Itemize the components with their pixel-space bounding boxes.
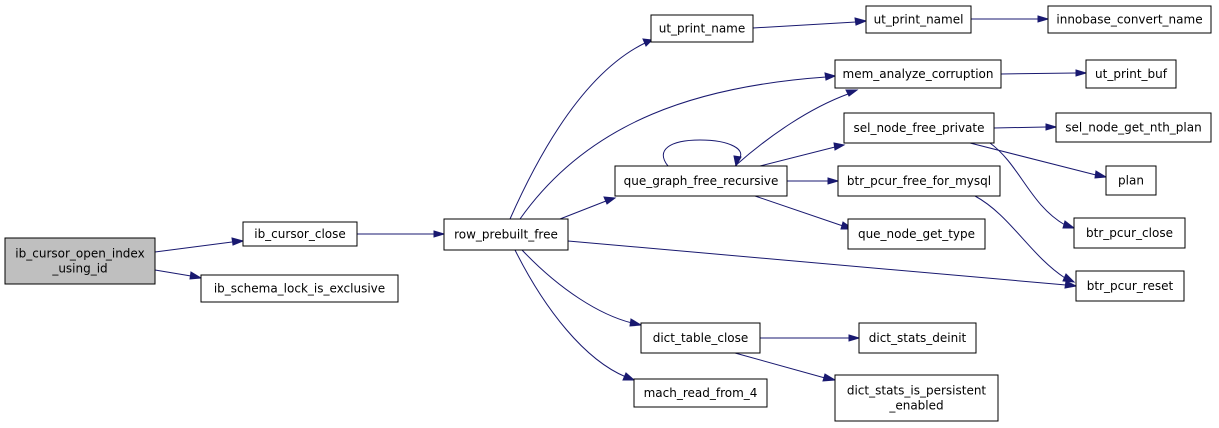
edge-row-prebuilt-free-to-ut-print-name	[509, 38, 654, 220]
edge-btr-pcur-free-for-mysql-to-btr-pcur-reset	[974, 195, 1076, 283]
node-box	[242, 221, 358, 247]
node-innobase-convert-name[interactable]: innobase_convert_name	[1047, 5, 1212, 34]
node-box	[633, 378, 768, 408]
node-label: mem_analyze_corruption	[843, 67, 994, 81]
node-label: que_node_get_type	[858, 227, 975, 241]
node-label: dict_table_close	[653, 331, 749, 345]
node-label: row_prebuilt_free	[454, 228, 558, 242]
node-label: ib_cursor_close	[254, 227, 346, 241]
node-label: btr_pcur_reset	[1087, 279, 1174, 293]
node-ut-print-buf[interactable]: ut_print_buf	[1085, 59, 1177, 89]
node-box	[443, 218, 569, 251]
edge-dict-table-close-to-dict-stats-is-persistent	[734, 352, 837, 382]
edge-row-prebuilt-free-to-que-graph-free-recursive	[559, 196, 617, 220]
node-dict-stats-is-persistent-enabled[interactable]: dict_stats_is_persistent_enabled	[834, 374, 999, 422]
node-btr-pcur-close[interactable]: btr_pcur_close	[1073, 217, 1186, 249]
edge-ut-print-name-to-ut-print-namel	[752, 17, 868, 29]
node-box	[843, 112, 995, 144]
node-label: innobase_convert_name	[1056, 13, 1202, 27]
node-btr-pcur-reset[interactable]: btr_pcur_reset	[1075, 270, 1185, 302]
node-label: btr_pcur_free_for_mysql	[847, 174, 991, 188]
edge-que-graph-free-recursive-to-mem-analyze-corruption	[734, 89, 859, 167]
node-box	[834, 59, 1002, 89]
edge-que-graph-free-recursive-to-que-node-get-type	[754, 195, 855, 230]
node-label: _using_id	[51, 262, 107, 276]
node-label: mach_read_from_4	[644, 386, 758, 400]
node-label: ut_print_namel	[874, 13, 964, 27]
edge-sel-node-free-private-to-sel-node-get-nth-plan	[993, 123, 1058, 131]
node-box	[837, 165, 1001, 197]
call-graph-edges	[154, 15, 1108, 382]
node-sel-node-free-private[interactable]: sel_node_free_private	[843, 112, 995, 144]
node-ib-schema-lock-is-exclusive[interactable]: ib_schema_lock_is_exclusive	[200, 274, 399, 303]
node-btr-pcur-free-for-mysql[interactable]: btr_pcur_free_for_mysql	[837, 165, 1001, 197]
node-box	[1075, 270, 1185, 302]
node-label: sel_node_get_nth_plan	[1065, 121, 1201, 135]
node-que-graph-free-recursive[interactable]: que_graph_free_recursive	[614, 165, 788, 197]
node-root[interactable]: ib_cursor_open_index_using_id	[4, 237, 156, 285]
node-label: plan	[1118, 174, 1144, 188]
node-box	[858, 322, 977, 354]
edge-que-graph-free-recursive-self-loop	[662, 139, 742, 168]
node-box	[1085, 59, 1177, 89]
node-label: btr_pcur_close	[1086, 226, 1173, 240]
edge-row-prebuilt-free-to-mach-read-from-4	[514, 249, 636, 381]
node-label: que_graph_free_recursive	[624, 174, 779, 188]
node-box	[1105, 165, 1157, 196]
node-label: dict_stats_is_persistent	[847, 384, 987, 398]
node-sel-node-get-nth-plan[interactable]: sel_node_get_nth_plan	[1055, 112, 1212, 143]
edge-dict-table-close-to-dict-stats-deinit	[760, 334, 861, 342]
node-box	[1073, 217, 1186, 249]
node-box	[650, 14, 754, 43]
node-box	[834, 374, 999, 422]
edge-row-prebuilt-free-to-btr-pcur-reset	[567, 240, 1078, 289]
edge-que-graph-free-recursive-to-sel-node-free-private	[759, 142, 846, 167]
edge-sel-node-free-private-to-btr-pcur-close	[989, 142, 1076, 229]
edge-ib-cursor-close-to-row-prebuilt-free	[357, 230, 446, 238]
node-ib-cursor-close[interactable]: ib_cursor_close	[242, 221, 358, 247]
node-box	[847, 218, 986, 250]
node-ut-print-name[interactable]: ut_print_name	[650, 14, 754, 43]
edge-row-prebuilt-free-to-mem-analyze-corruption	[519, 72, 837, 220]
node-box	[865, 5, 972, 34]
node-dict-stats-deinit[interactable]: dict_stats_deinit	[858, 322, 977, 354]
node-row-prebuilt-free[interactable]: row_prebuilt_free	[443, 218, 569, 251]
node-que-node-get-type[interactable]: que_node_get_type	[847, 218, 986, 250]
node-label: ut_print_buf	[1095, 67, 1168, 81]
node-label: ib_cursor_open_index	[15, 247, 144, 261]
call-graph-nodes: ib_cursor_open_index_using_id ib_cursor_…	[4, 5, 1212, 422]
node-label: ib_schema_lock_is_exclusive	[214, 282, 385, 296]
edge-root-to-ib-schema-lock	[154, 269, 203, 280]
edge-sel-node-free-private-to-plan	[969, 142, 1108, 179]
edge-que-graph-free-recursive-to-btr-pcur-free-for-mysql	[787, 177, 840, 185]
node-label: ut_print_name	[659, 22, 746, 36]
edge-ut-print-namel-to-innobase-convert-name	[971, 15, 1050, 23]
node-label: sel_node_free_private	[853, 121, 984, 135]
node-plan[interactable]: plan	[1105, 165, 1157, 196]
node-ut-print-namel[interactable]: ut_print_namel	[865, 5, 972, 34]
node-box	[614, 165, 788, 197]
edge-mem-analyze-corruption-to-ut-print-buf	[1000, 69, 1088, 77]
node-box	[640, 322, 761, 354]
node-mem-analyze-corruption[interactable]: mem_analyze_corruption	[834, 59, 1002, 89]
node-dict-table-close[interactable]: dict_table_close	[640, 322, 761, 354]
node-label: _enabled	[888, 399, 943, 413]
edge-row-prebuilt-free-to-dict-table-close	[521, 249, 643, 327]
node-mach-read-from-4[interactable]: mach_read_from_4	[633, 378, 768, 408]
node-box	[1047, 5, 1212, 34]
edge-root-to-ib-cursor-close	[154, 237, 245, 253]
node-box	[4, 237, 156, 285]
node-box	[200, 274, 399, 303]
node-label: dict_stats_deinit	[869, 331, 967, 345]
node-box	[1055, 112, 1212, 143]
